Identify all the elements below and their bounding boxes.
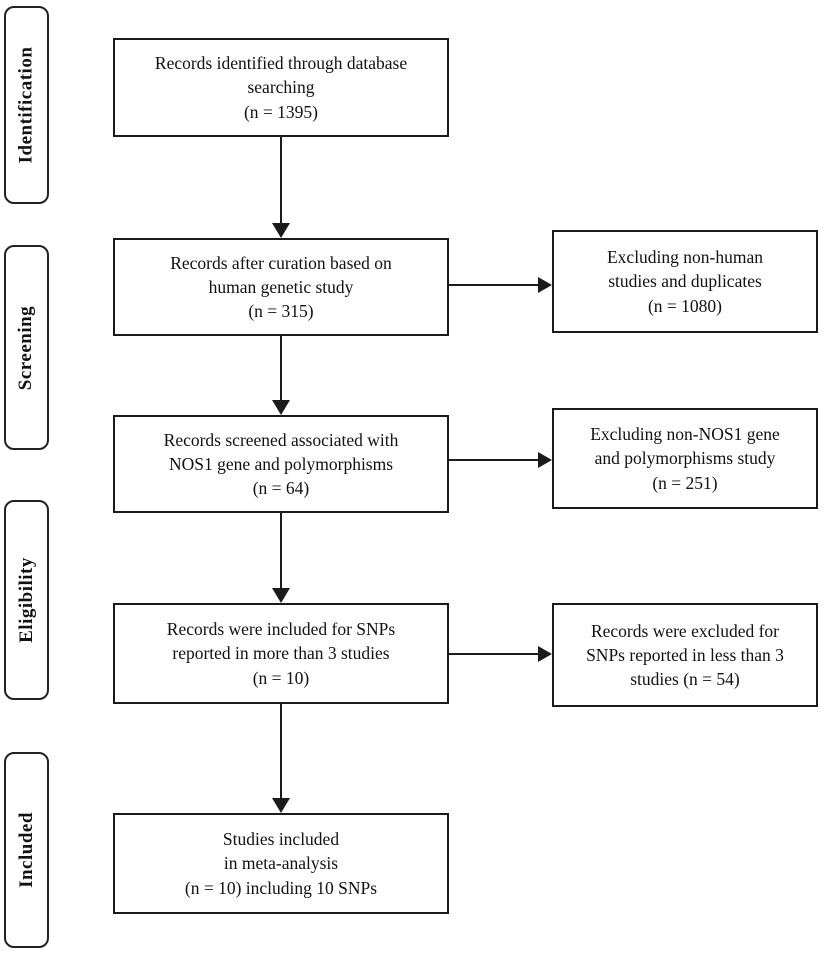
box-excluding-non-human-text: Excluding non-human studies and duplicat… [606, 247, 763, 316]
arrow-right-3-line [449, 653, 540, 655]
stage-label-included: Included [4, 752, 49, 948]
arrow-down-1-head-icon [272, 223, 290, 238]
stage-label-identification: Identification [4, 6, 49, 204]
arrow-right-3-head-icon [538, 646, 552, 662]
box-records-excluded-snps-text: Records were excluded for SNPs reported … [586, 620, 784, 690]
arrow-right-2-head-icon [538, 452, 552, 468]
box-records-screened: Records screened associated with NOS1 ge… [113, 415, 449, 513]
box-excluding-non-human: Excluding non-human studies and duplicat… [552, 230, 818, 333]
stage-label-screening: Screening [4, 245, 49, 450]
box-studies-included-text: Studies included in meta-analysis (n = 1… [184, 829, 378, 898]
box-records-screened-text: Records screened associated with NOS1 ge… [163, 429, 399, 499]
arrow-down-1-line [280, 137, 282, 225]
box-excluding-non-nos1: Excluding non-NOS1 gene and polymorphism… [552, 408, 818, 509]
box-studies-included: Studies included in meta-analysis (n = 1… [113, 813, 449, 914]
arrow-down-4-line [280, 704, 282, 800]
box-records-after-curation: Records after curation based on human ge… [113, 238, 449, 336]
box-records-identified: Records identified through database sear… [113, 38, 449, 137]
arrow-down-3-head-icon [272, 588, 290, 603]
arrow-right-1-line [449, 284, 540, 286]
box-records-included-snps-text: Records were included for SNPs reported … [166, 619, 396, 688]
arrow-right-1-head-icon [538, 277, 552, 293]
stage-label-identification-text: Identification [15, 46, 37, 164]
box-records-included-snps: Records were included for SNPs reported … [113, 603, 449, 704]
box-excluding-non-nos1-text: Excluding non-NOS1 gene and polymorphism… [590, 424, 780, 493]
arrow-down-2-line [280, 336, 282, 402]
stage-label-eligibility-text: Eligibility [15, 557, 37, 643]
arrow-down-3-line [280, 513, 282, 590]
box-records-after-curation-text: Records after curation based on human ge… [170, 252, 392, 322]
arrow-right-2-line [449, 459, 540, 461]
box-records-excluded-snps: Records were excluded for SNPs reported … [552, 603, 818, 707]
stage-label-eligibility: Eligibility [4, 500, 49, 700]
box-records-identified-text: Records identified through database sear… [154, 53, 408, 122]
stage-label-included-text: Included [15, 812, 37, 888]
arrow-down-4-head-icon [272, 798, 290, 813]
stage-label-screening-text: Screening [15, 305, 37, 390]
arrow-down-2-head-icon [272, 400, 290, 415]
